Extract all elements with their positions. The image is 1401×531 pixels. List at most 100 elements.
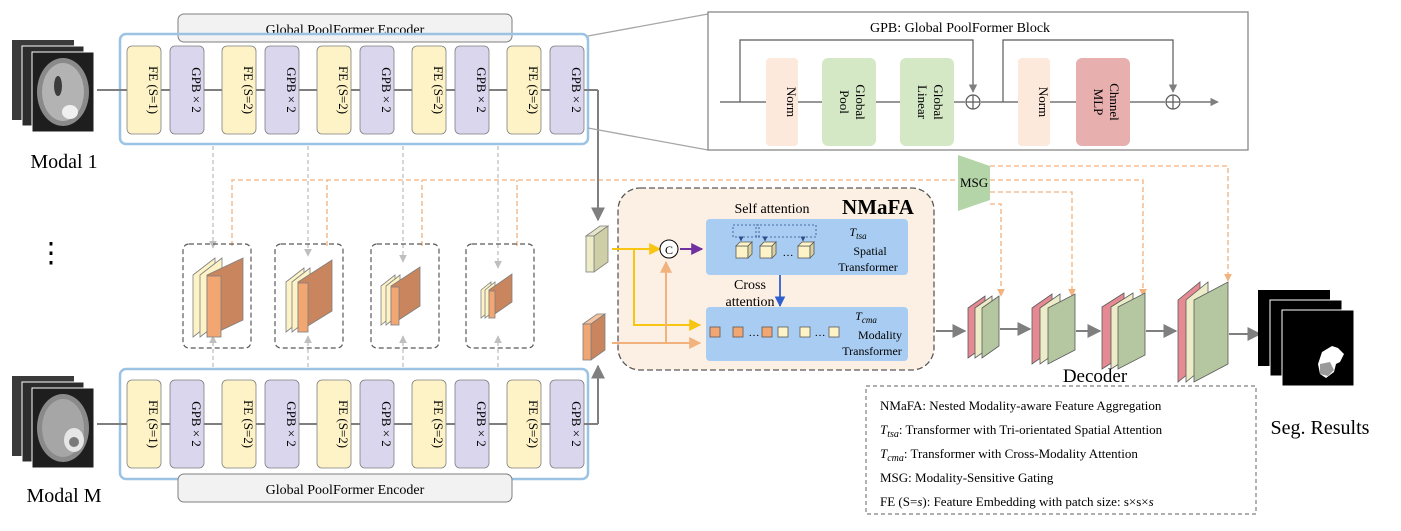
- fe-block-label-4: FE (S=2): [431, 66, 446, 114]
- fe-block-label-5: FE (S=2): [526, 66, 541, 114]
- legend-nmafa: NMaFA: Nested Modality-aware Feature Agg…: [880, 398, 1162, 413]
- legend-cma: Tcma: Transformer with Cross-Modality At…: [880, 446, 1138, 464]
- fe-block-label-3: FE (S=2): [336, 400, 351, 448]
- fe-block-label-1: FE (S=1): [146, 66, 161, 114]
- concat-symbol: C: [665, 243, 673, 257]
- gpb-channel-mlp-line1: Chnnel: [1107, 83, 1122, 121]
- gpb-global-pool: [822, 58, 876, 146]
- fe-block-4: [411, 379, 447, 469]
- fe-block-1: [126, 379, 162, 469]
- decoder-stage-4: [1177, 281, 1229, 383]
- bottom-encoder: FE (S=1) GPB × 2 FE (S=2) GPB × 2 FE (S=2) GP…: [97, 367, 598, 503]
- fe-block-2: [221, 379, 257, 469]
- gpb-norm-2-label: Norm: [1036, 87, 1051, 117]
- fe-block-3: [316, 379, 352, 469]
- gpb-block-2: [264, 45, 300, 135]
- skip-feature-boxes: [182, 243, 535, 349]
- gpb-global-pool-line2: Pool: [837, 90, 852, 114]
- cross-attention-label-1: Cross: [734, 278, 766, 293]
- gpb-norm-2: [1018, 58, 1050, 146]
- gpb-block-3: [359, 379, 395, 469]
- svg-text:…: …: [815, 327, 826, 339]
- gpb-block-label-2: GPB × 2: [284, 67, 299, 113]
- gpb-global-linear-line2: Linear: [915, 85, 930, 120]
- bottom-encoder-title-box: [177, 473, 513, 503]
- fe-block-label-3: FE (S=2): [336, 66, 351, 114]
- nmafa-input-arrows: [612, 243, 704, 349]
- gpb-block-1: [169, 45, 205, 135]
- gpb-block-label-2: GPB × 2: [284, 401, 299, 447]
- gpb-block-label-1: GPB × 2: [189, 401, 204, 447]
- fe-block-5: [506, 45, 542, 135]
- skip-feature-1: [192, 257, 244, 338]
- gpb-block-2: [264, 379, 300, 469]
- gpb-block-5: [549, 45, 585, 135]
- gpb-block-4: [454, 379, 490, 469]
- self-attention-label: Self attention: [734, 202, 809, 217]
- decoder-stage-2: [1031, 293, 1076, 365]
- skip-feature-2: [285, 259, 333, 333]
- msg-label: MSG: [960, 175, 988, 190]
- fe-block-label-5: FE (S=2): [526, 400, 541, 448]
- gpb-block-label-4: GPB × 2: [474, 67, 489, 113]
- spatial-transformer-line2: Transformer: [838, 260, 898, 274]
- gpb-channel-mlp: [1076, 58, 1130, 146]
- gpb-block-4: [454, 45, 490, 135]
- seg-results-label: Seg. Results: [1271, 417, 1370, 439]
- fe-block-label-4: FE (S=2): [431, 400, 446, 448]
- gpb-title: GPB: Global PoolFormer Block: [870, 21, 1050, 36]
- msg-dashed-lines: [231, 165, 1232, 297]
- zoom-line-bottom: [587, 127, 709, 151]
- skip-box-4: [465, 243, 535, 349]
- modal-1-mri-stack: [12, 40, 95, 133]
- modal-m-mri-stack: [12, 376, 95, 469]
- concat-operator: [659, 239, 679, 259]
- gray-skip-connections: [209, 146, 502, 367]
- gpb-block-5: [549, 379, 585, 469]
- fe-block-label-1: FE (S=1): [146, 400, 161, 448]
- vertical-ellipsis: ⋮: [37, 238, 65, 269]
- modal-1-label: Modal 1: [30, 151, 97, 173]
- decoder-stage-1: [967, 295, 1000, 359]
- gpb-block-label-3: GPB × 2: [379, 67, 394, 113]
- msg-gate: [958, 155, 990, 211]
- legend-tsa: Ttsa: Transformer with Tri-orientated Sp…: [880, 422, 1163, 440]
- skip-box-3: [370, 243, 440, 349]
- gpb-global-linear: [900, 58, 954, 146]
- bottom-encoder-title: Global PoolFormer Encoder: [266, 483, 425, 498]
- modality-transformer-line1: Modality: [858, 328, 902, 342]
- decoder-stage-3: [1101, 292, 1146, 370]
- tsa-symbol: Ttsa: [849, 225, 867, 241]
- svg-text:…: …: [783, 247, 794, 259]
- fe-block-1: [126, 45, 162, 135]
- skip-feature-3: [380, 266, 421, 326]
- zoom-line-top: [587, 13, 709, 37]
- gpb-norm-1-label: Norm: [784, 87, 799, 117]
- gpb-channel-mlp-line2: MLP: [1091, 89, 1106, 116]
- cma-symbol: Tcma: [855, 309, 877, 325]
- skip-box-1: [182, 243, 252, 349]
- spatial-attention-cubes: …: [732, 224, 817, 259]
- svg-text:…: …: [749, 327, 760, 339]
- fe-block-label-2: FE (S=2): [241, 400, 256, 448]
- modal-m-token: [581, 313, 607, 361]
- legend-fe: FE (S=s): Feature Embedding with patch s…: [880, 494, 1154, 509]
- fe-block-2: [221, 45, 257, 135]
- decoder-stages: [967, 281, 1262, 383]
- gpb-block-1: [169, 379, 205, 469]
- modal-m-label: Modal M: [27, 485, 102, 507]
- gpb-block-label-4: GPB × 2: [474, 401, 489, 447]
- segmentation-result-stack: [1258, 290, 1355, 387]
- top-encoder: Global PoolFormer Encoder FE (S=1) GPB × …: [97, 13, 598, 146]
- gpb-global-pool-line1: Global: [853, 84, 868, 120]
- top-encoder-title: Global PoolFormer Encoder: [266, 23, 425, 38]
- fe-block-3: [316, 45, 352, 135]
- modal-1-token: [584, 225, 610, 273]
- gpb-block-3: [359, 45, 395, 135]
- gpb-global-linear-line1: Global: [931, 84, 946, 120]
- gpb-block-label-1: GPB × 2: [189, 67, 204, 113]
- gpb-block-label-3: GPB × 2: [379, 401, 394, 447]
- modality-transformer-line2: Transformer: [842, 344, 902, 358]
- legend-box: [865, 385, 1257, 515]
